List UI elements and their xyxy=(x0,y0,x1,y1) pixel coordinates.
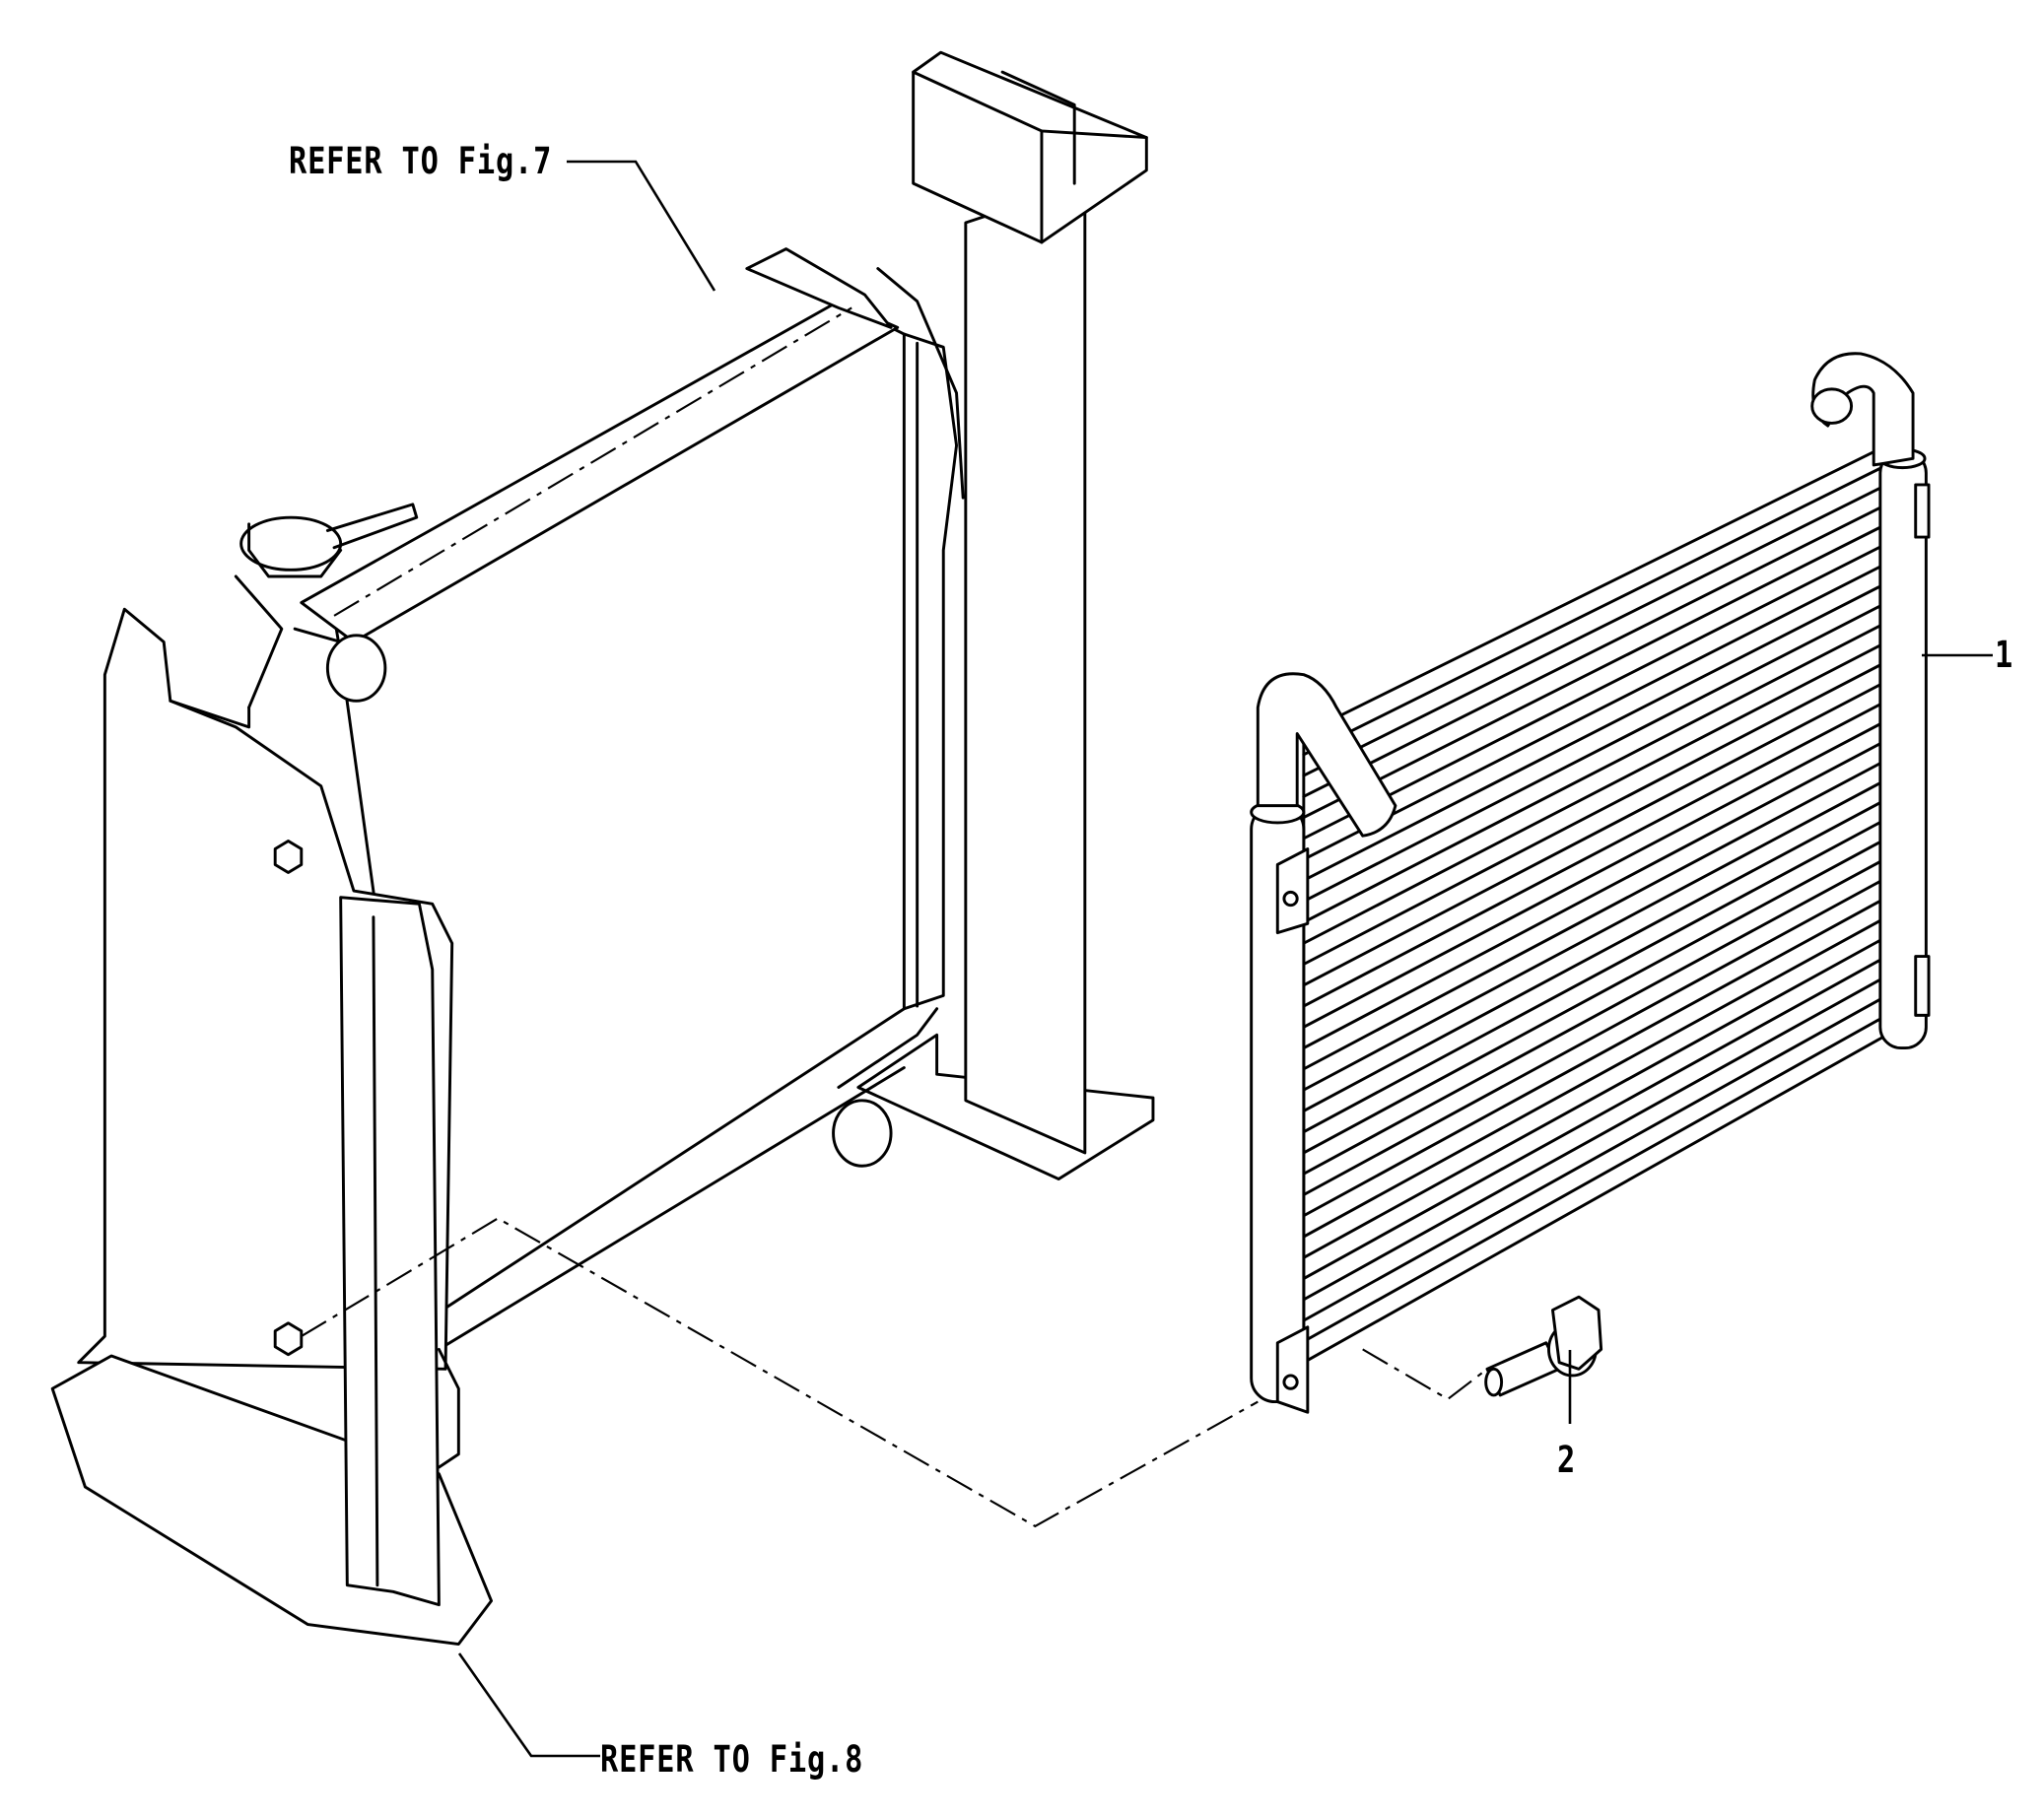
refer-fig7-label: REFER TO Fig.7 xyxy=(289,140,553,182)
cooler-fin xyxy=(1302,797,1888,1112)
cooler-fin xyxy=(1302,679,1888,987)
cooler-fin xyxy=(1302,817,1888,1134)
cooler-fin xyxy=(1302,876,1888,1196)
cooler-fin xyxy=(1302,699,1888,1008)
support-pillar xyxy=(856,50,1155,1181)
cooler-fin xyxy=(1302,562,1888,861)
cooler-fin xyxy=(1302,915,1888,1239)
bolt xyxy=(1484,1295,1603,1397)
cooler-fin xyxy=(1302,935,1888,1259)
cooler-fin xyxy=(1302,1013,1888,1343)
leader-fig7 xyxy=(567,160,716,292)
cooler-fin xyxy=(1302,542,1888,841)
cooler-fin xyxy=(1302,463,1888,757)
cooler-fin xyxy=(1302,975,1888,1302)
cooler-fin xyxy=(1302,659,1888,966)
cooler-fin xyxy=(1302,581,1888,882)
cooler-fin xyxy=(1302,483,1888,777)
cooler-fin xyxy=(1302,621,1888,924)
leader-fig8 xyxy=(457,1652,600,1758)
cooler-fin xyxy=(1302,522,1888,820)
cooler-fin xyxy=(1302,718,1888,1029)
radiator-assembly xyxy=(50,247,965,1646)
cooler-fin xyxy=(1302,993,1888,1322)
cooler-fin xyxy=(1302,837,1888,1155)
item-2-callout: 2 xyxy=(1557,1439,1577,1481)
cooler-fin xyxy=(1302,856,1888,1176)
cooler-fin xyxy=(1302,955,1888,1281)
cooler-fin xyxy=(1302,601,1888,904)
cooler-fin xyxy=(1302,738,1888,1050)
cooler-fin xyxy=(1302,896,1888,1218)
cooler-fins xyxy=(1302,463,1888,1343)
refer-fig8-label: REFER TO Fig.8 xyxy=(600,1738,864,1781)
cooler-fin xyxy=(1302,777,1888,1092)
assembly-lines xyxy=(301,306,1488,1528)
cooler-fin xyxy=(1302,640,1888,945)
cooler-fin xyxy=(1302,758,1888,1071)
item-1-callout: 1 xyxy=(1995,634,2014,676)
cooler-fin xyxy=(1302,503,1888,798)
oil-cooler xyxy=(1250,352,1931,1414)
